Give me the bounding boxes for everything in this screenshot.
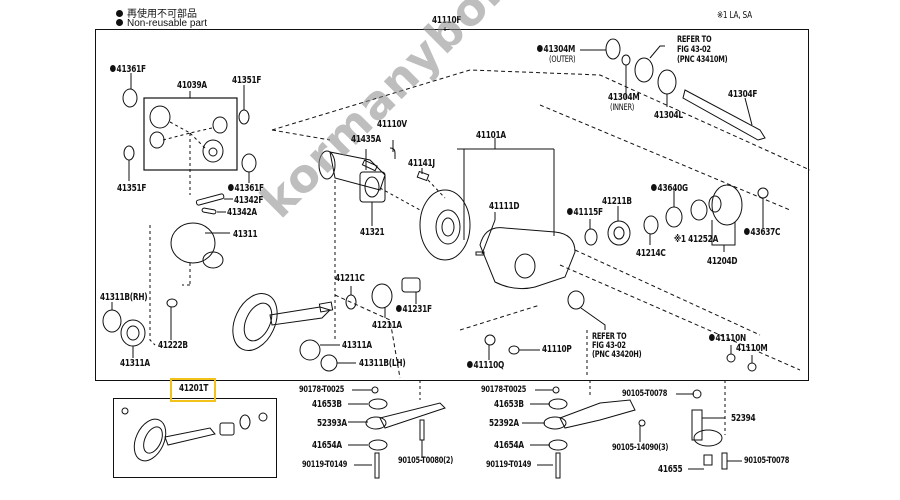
part-label-52393A[interactable]: 52393A: [317, 418, 347, 429]
part-label-90105-T0080[interactable]: 90105-T0080(2): [398, 456, 454, 466]
part-label-41361F[interactable]: 41361F: [110, 64, 146, 75]
assembly-frame-41110F: [95, 29, 809, 381]
part-label-41653B[interactable]: 41653B: [312, 399, 342, 410]
part-label-41311B-RH[interactable]: 41311B(RH): [100, 292, 148, 303]
part-label-41311[interactable]: 41311: [233, 229, 258, 240]
highlighted-part-box: [170, 378, 216, 402]
part-label-41252A[interactable]: ※1 41252A: [674, 234, 719, 245]
legend-non-reusable-jp: 再使用不可部品: [116, 5, 197, 20]
part-label-41231F[interactable]: 41231F: [396, 304, 432, 315]
part-label-41321[interactable]: 41321: [360, 227, 385, 238]
part-label-43637C[interactable]: 43637C: [744, 227, 780, 238]
part-label-41110N[interactable]: 41110N: [709, 333, 746, 344]
part-label-41342F[interactable]: 41342F: [234, 195, 264, 206]
part-label-41435A[interactable]: 41435A: [351, 134, 381, 145]
part-label-52394[interactable]: 52394: [731, 413, 756, 424]
non-reusable-dot-icon: [567, 208, 573, 215]
part-label-90105-14090[interactable]: 90105-14090(3): [612, 443, 669, 453]
part-label-41211C[interactable]: 41211C: [335, 273, 365, 284]
part-label-41211B[interactable]: 41211B: [602, 196, 632, 207]
part-label-52392A[interactable]: 52392A: [489, 418, 519, 429]
non-reusable-dot-icon: [651, 184, 657, 191]
part-label-41654A[interactable]: 41654A: [312, 440, 342, 451]
part-label-41141J[interactable]: 41141J: [408, 158, 435, 169]
part-label-41351F[interactable]: 41351F: [117, 183, 147, 194]
non-reusable-dot-icon: [537, 45, 543, 52]
applicability-note: ※1 LA, SA: [717, 10, 752, 21]
non-reusable-dot-icon: [467, 361, 473, 368]
non-reusable-dot-icon: [396, 305, 402, 312]
part-label-41204D[interactable]: 41204D: [707, 256, 738, 267]
pinion-gear-icon: [149, 105, 228, 163]
part-label-41039A[interactable]: 41039A: [177, 80, 207, 91]
part-label-90178-T0025[interactable]: 90178-T0025: [481, 385, 527, 395]
part-label-41110Q[interactable]: 41110Q: [467, 360, 504, 371]
part-label-41115F[interactable]: 41115F: [567, 207, 603, 218]
part-label-90119-T0149[interactable]: 90119-T0149: [302, 460, 348, 470]
part-label-90105-T0078[interactable]: 90105-T0078: [622, 389, 668, 399]
non-reusable-dot-icon: [744, 228, 750, 235]
part-label-41304M-inner[interactable]: 41304M: [608, 92, 640, 103]
part-label-41654A[interactable]: 41654A: [494, 440, 524, 451]
refer-note-top-line3: (PNC 43410M): [677, 55, 728, 65]
part-label-90178-T0025[interactable]: 90178-T0025: [299, 385, 345, 395]
non-reusable-dot-icon: [110, 65, 116, 72]
part-label-41311B-LH[interactable]: 41311B(LH): [359, 358, 406, 369]
refer-note-bottom-line1: REFER TO: [592, 332, 627, 342]
part-sublabel-inner: (INNER): [610, 103, 635, 113]
part-label-90119-T0149[interactable]: 90119-T0149: [486, 460, 532, 470]
part-label-41111D[interactable]: 41111D: [489, 201, 520, 212]
non-reusable-dot-icon: [709, 334, 715, 341]
legend-non-reusable-en: Non-reusable part: [116, 18, 207, 29]
part-label-41361F[interactable]: 41361F: [228, 183, 264, 194]
part-label-90105-T0078[interactable]: 90105-T0078: [744, 456, 790, 466]
part-label-41201T[interactable]: 41201T: [179, 383, 209, 394]
part-label-41101A[interactable]: 41101A: [476, 130, 506, 141]
part-sublabel-outer: (OUTER): [549, 55, 576, 65]
part-label-41311A[interactable]: 41311A: [120, 358, 150, 369]
part-label-41222B[interactable]: 41222B: [158, 340, 188, 351]
part-label-41653B[interactable]: 41653B: [494, 399, 524, 410]
refer-note-top-line2[interactable]: FIG 43-02: [677, 45, 711, 55]
part-label-41311A[interactable]: 41311A: [342, 340, 372, 351]
ring-pinion-kit-frame: [113, 398, 277, 478]
part-label-41655[interactable]: 41655: [658, 464, 683, 475]
non-reusable-dot-icon: [116, 19, 123, 26]
part-label-41110M[interactable]: 41110M: [736, 343, 768, 354]
refer-note-top-line1: REFER TO: [677, 35, 712, 45]
non-reusable-dot-icon: [116, 10, 123, 17]
part-label-41110V[interactable]: 41110V: [377, 119, 407, 130]
part-label-41351F[interactable]: 41351F: [232, 75, 262, 86]
part-label-41214C[interactable]: 41214C: [636, 248, 666, 259]
part-label-43640G[interactable]: 43640G: [651, 183, 688, 194]
refer-note-bottom-line3: (PNC 43420H): [592, 350, 642, 360]
part-label-41304M-outer[interactable]: 41304M: [537, 44, 575, 55]
part-label-41304L[interactable]: 41304L: [654, 110, 683, 121]
part-label-41110P[interactable]: 41110P: [542, 344, 572, 355]
part-label-41304F[interactable]: 41304F: [728, 89, 758, 100]
assembly-label[interactable]: 41110F: [432, 15, 462, 26]
part-label-41342A[interactable]: 41342A: [227, 207, 257, 218]
refer-note-bottom-line2[interactable]: FIG 43-02: [592, 341, 626, 351]
part-label-41211A[interactable]: 41211A: [372, 320, 402, 331]
non-reusable-dot-icon: [228, 184, 234, 191]
